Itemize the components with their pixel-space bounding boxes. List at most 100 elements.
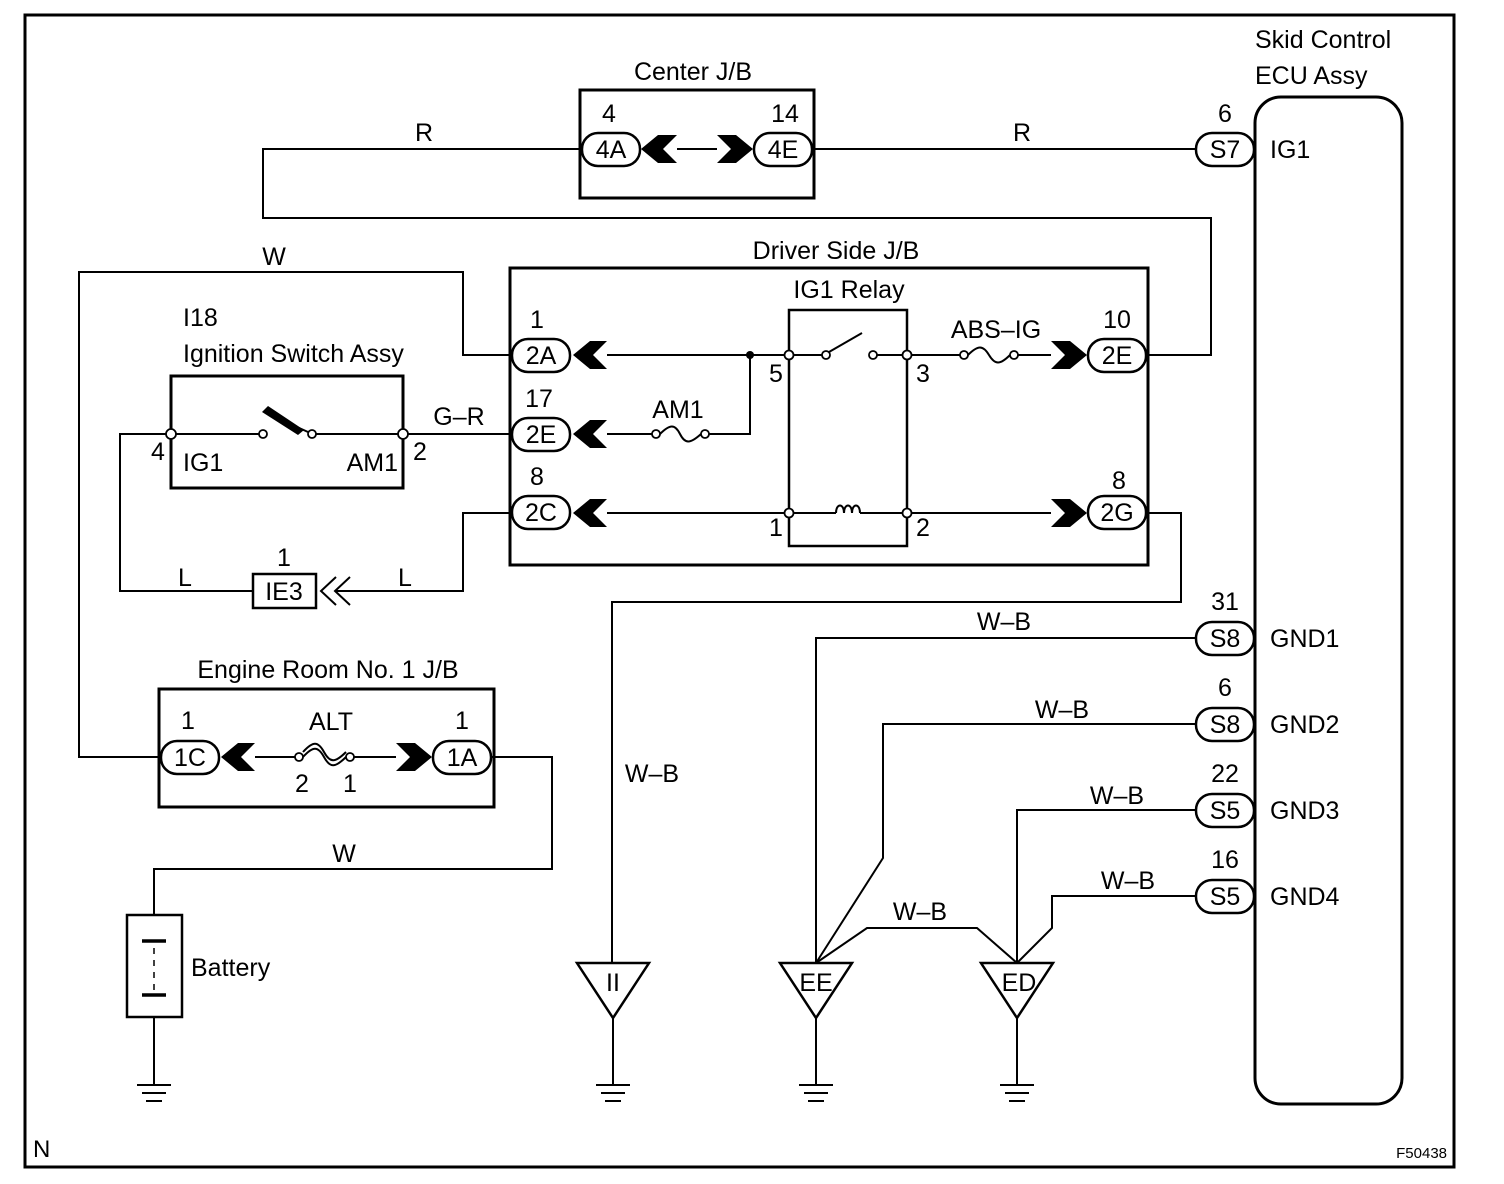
alt-fuse-pin-2: 2 (295, 770, 309, 798)
driver-jb-arrow-2g (1051, 499, 1087, 527)
wire-ee-ed (815, 927, 1018, 964)
wire-gnd2 (815, 723, 1196, 964)
relay-pin-3: 3 (916, 360, 930, 388)
driver-jb-pin-1: 1 (530, 306, 544, 334)
driver-jb-pin-10: 10 (1103, 306, 1131, 334)
center-jb-title: Center J/B (634, 58, 752, 86)
relay-contact-right (868, 350, 878, 360)
driver-jb-connector-2e-right-label: 2E (1102, 342, 1133, 370)
ecu-connector-s7-label: S7 (1210, 136, 1241, 164)
center-jb-arrow-right (717, 135, 753, 163)
driver-jb-connector-2e-right (1086, 337, 1148, 374)
engine-jb-arrow-1a (396, 743, 432, 771)
wire-gnd3 (1016, 809, 1196, 963)
driver-jb-pin-8-left: 8 (530, 463, 544, 491)
driver-jb-connector-2g (1086, 494, 1148, 531)
abs-ig-fuse-terminal-right (1009, 350, 1019, 360)
ground-ee-triangle (777, 961, 855, 1021)
ground-point-ii: II (574, 961, 652, 1084)
ecu-pin-gnd2-number: 6 (1218, 674, 1232, 702)
ignition-title: Ignition Switch Assy (183, 340, 404, 368)
ground-ed-label: ED (1002, 969, 1037, 997)
abs-ig-fuse-terminal-left (959, 350, 969, 360)
wire-r-right-label: R (1013, 119, 1031, 147)
ignition-switch-assy: I18 Ignition Switch Assy IG1 AM1 4 2 (151, 304, 427, 490)
wire-l-left-label: L (178, 564, 192, 592)
ie3-pin-1: 1 (277, 544, 291, 572)
ig1-relay-title: IG1 Relay (793, 276, 905, 304)
driver-side-jb: Driver Side J/B IG1 Relay 2A 1 2E 17 2C … (508, 237, 1150, 567)
driver-jb-arrow-2e-right (1051, 341, 1087, 369)
relay-pin-5: 5 (769, 360, 783, 388)
am1-fuse-terminal-left (651, 429, 661, 439)
alt-fuse-pin-1: 1 (343, 770, 357, 798)
footer-left-mark: N (33, 1136, 50, 1163)
wire-gnd1 (815, 637, 1196, 963)
battery-ground-icon (137, 1084, 171, 1102)
relay-pin-1: 1 (769, 514, 783, 542)
wire-gnd3-label: W–B (1090, 782, 1144, 810)
relay-switch-blade (828, 332, 863, 353)
skid-control-ecu: Skid Control ECU Assy S7 6 IG1 S8 31 GND… (1194, 26, 1404, 1106)
ignition-pin-2-terminal (397, 428, 409, 440)
center-jb-connector-4a-label: 4A (596, 136, 627, 164)
ecu-pin-gnd3-number: 22 (1211, 760, 1239, 788)
alt-fuse-terminal-left (294, 752, 304, 762)
ground-ii-label: II (606, 969, 620, 997)
ignition-pin-2: 2 (413, 438, 427, 466)
ecu-signal-gnd1: GND1 (1270, 625, 1339, 653)
wire-l-right-label: L (398, 564, 412, 592)
alt-fuse-terminal-right (345, 752, 355, 762)
center-jb: Center J/B 4A 4 4E 14 (578, 58, 816, 200)
ground-point-ee: EE (777, 961, 855, 1084)
driver-jb-box (508, 266, 1150, 567)
ecu-signal-gnd2: GND2 (1270, 711, 1339, 739)
driver-jb-arrow-2a (573, 341, 607, 369)
driver-jb-title: Driver Side J/B (753, 237, 920, 265)
battery: Battery (125, 913, 271, 1084)
wire-gnd4-label: W–B (1101, 867, 1155, 895)
wire-r-left-label: R (415, 119, 433, 147)
ecu-pin-ig1-number: 6 (1218, 100, 1232, 128)
ecu-connector-s5-gnd4-label: S5 (1210, 883, 1241, 911)
relay-pin-1-terminal (783, 507, 795, 519)
ecu-connector-s5-gnd3-label: S5 (1210, 797, 1241, 825)
ground-ee-icon (799, 1084, 833, 1102)
relay-pin-2-terminal (901, 507, 913, 519)
engine-room-jb: Engine Room No. 1 J/B 1C 1 1A 1 ALT 2 1 (157, 656, 496, 809)
alt-fuse-element-a (302, 747, 347, 767)
center-jb-pin-4: 4 (602, 100, 616, 128)
driver-jb-connector-2a-label: 2A (526, 342, 557, 370)
ground-ii-icon (596, 1084, 630, 1102)
wire-r-left (262, 148, 1212, 356)
wire-l-left (119, 433, 253, 592)
driver-jb-connector-2e-left-label: 2E (526, 421, 557, 449)
abs-ig-fuse-label: ABS–IG (951, 316, 1041, 344)
ground-point-ed: ED (978, 961, 1056, 1084)
relay-pin-3-terminal (901, 349, 913, 361)
relay-pin-2: 2 (916, 514, 930, 542)
ecu-signal-gnd3: GND3 (1270, 797, 1339, 825)
driver-jb-connector-2c-label: 2C (525, 499, 557, 527)
alt-fuse-element-b (302, 742, 347, 762)
ignition-contact-right (307, 429, 317, 439)
diagram-frame (23, 13, 1456, 1169)
ignition-pin-4-terminal (165, 428, 177, 440)
ground-ed-triangle (978, 961, 1056, 1021)
wire-w-b-ground-ii-label: W–B (625, 760, 679, 788)
engine-jb-pin-1-left: 1 (181, 707, 195, 735)
wire-ee-ed-label: W–B (893, 898, 947, 926)
wire-gnd4 (1016, 895, 1196, 964)
figure-id: F50438 (1396, 1145, 1447, 1162)
am1-fuse-terminal-right (700, 429, 710, 439)
wire-gnd2-label: W–B (1035, 696, 1089, 724)
ecu-title-line2: ECU Assy (1255, 62, 1368, 90)
engine-jb-connector-1c (159, 739, 221, 776)
ignition-label-am1: AM1 (347, 449, 398, 477)
ecu-title-line1: Skid Control (1255, 26, 1391, 54)
wire-l-right (335, 512, 512, 592)
driver-jb-pin-8-right: 8 (1112, 467, 1126, 495)
ie3-arrow-outer (319, 576, 337, 606)
ecu-pin-gnd1-number: 31 (1211, 588, 1239, 616)
